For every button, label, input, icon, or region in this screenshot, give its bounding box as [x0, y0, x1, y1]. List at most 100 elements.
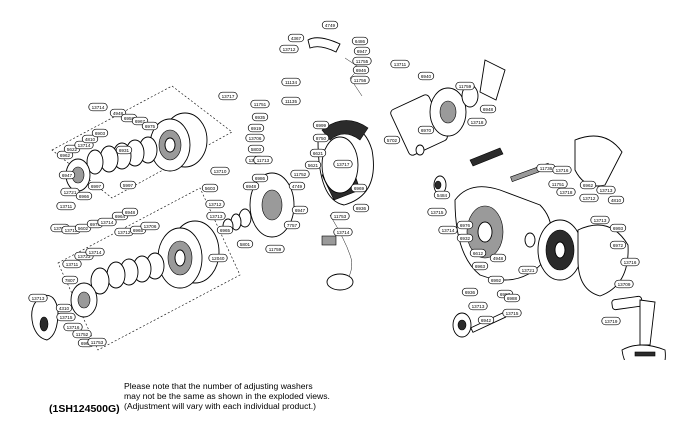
part-number-text: 13719: [605, 319, 618, 324]
part-number-tag-outline: [291, 205, 309, 215]
part-number-tag-outline: [279, 44, 299, 54]
part-number-tag-outline: [109, 108, 127, 118]
part-number-tag-outline: [87, 181, 105, 191]
part-number-tag: 11759: [265, 244, 285, 254]
part-number-tag: 6946: [352, 65, 370, 75]
note-line-2: may not be the same as shown in the expl…: [124, 391, 330, 401]
part-number-tag-outline: [438, 225, 458, 235]
part-number-text: 4948: [113, 111, 124, 116]
part-number-tag: 6948: [242, 181, 260, 191]
part-callouts: 4749436713712648669471175569461175611134…: [28, 20, 640, 348]
part-number-tag-outline: [56, 201, 76, 211]
drawing-code: (1SH124500G): [49, 403, 120, 415]
part-number-tag-outline: [467, 117, 487, 127]
part-number-text: 13713: [594, 218, 607, 223]
part-number-tag-outline: [87, 337, 107, 347]
part-number-tag-outline: [201, 183, 219, 193]
part-number-text: 6962: [60, 153, 71, 158]
part-number-text: 12721: [64, 190, 77, 195]
part-number-tag: 13712: [205, 199, 225, 209]
part-number-text: 5622: [67, 147, 78, 152]
part-number-tag: 11713: [253, 155, 273, 165]
part-number-tag-outline: [333, 227, 353, 237]
part-number-tag-outline: [427, 207, 447, 217]
part-number-text: 13713: [210, 214, 223, 219]
part-number-tag: 7807: [61, 275, 79, 285]
part-number-tag: 6486: [351, 36, 369, 46]
part-number-tag-outline: [28, 293, 48, 303]
part-number-text: 6942: [481, 318, 492, 323]
note-line-1: Please note that the number of adjusting…: [124, 381, 313, 391]
part-number-tag: 13717: [333, 159, 353, 169]
part-number-tag-outline: [352, 56, 372, 66]
part-number-tag: 6993: [609, 223, 627, 233]
part-number-text: 13713: [600, 188, 613, 193]
part-number-tag: 13715: [502, 308, 522, 318]
part-number-text: 6932: [460, 236, 471, 241]
part-number-tag-outline: [91, 128, 109, 138]
part-number-tag-outline: [85, 247, 105, 257]
part-number-text: 11753: [91, 340, 104, 345]
part-number-tag-outline: [121, 207, 139, 217]
part-number-tag: 5997: [119, 180, 137, 190]
part-number-tag-outline: [242, 181, 260, 191]
part-number-text: 6986: [255, 176, 266, 181]
part-number-text: 13711: [66, 262, 79, 267]
part-number-text: 13715: [60, 315, 73, 320]
part-number-text: 6966: [79, 194, 90, 199]
part-number-text: 6948: [483, 107, 494, 112]
part-number-tag-outline: [607, 195, 625, 205]
part-number-tag-outline: [590, 215, 610, 225]
part-number-text: 6948: [125, 210, 136, 215]
part-number-tag: 13713: [468, 301, 488, 311]
part-number-text: 6947: [357, 49, 368, 54]
part-number-tag-outline: [518, 265, 538, 275]
part-number-tag: 11751: [548, 179, 568, 189]
part-number-tag: 6948: [479, 104, 497, 114]
part-number-text: 6965: [133, 228, 144, 233]
part-number-text: 13718: [471, 120, 484, 125]
part-number-text: 13716: [624, 260, 637, 265]
exploded-parts-diagram: 4749436713712648669471175569461175611134…: [28, 20, 666, 360]
part-number-text: 13714: [92, 105, 105, 110]
part-number-tag-outline: [614, 279, 634, 289]
part-number-text: 13712: [583, 196, 596, 201]
part-number-tag: 6976: [456, 220, 474, 230]
part-number-tag-outline: [479, 104, 497, 114]
part-number-text: 6964: [115, 214, 126, 219]
part-number-tag-outline: [208, 253, 228, 263]
part-number-tag: 11753: [87, 337, 107, 347]
part-number-tag: 13706: [140, 221, 160, 231]
part-number-tag-outline: [210, 166, 230, 176]
note-line-3: (Adjustment will vary with each individu…: [124, 401, 317, 411]
part-number-tag: 6621: [309, 148, 327, 158]
part-number-text: 13723: [78, 254, 91, 259]
part-number-text: 4948: [493, 256, 504, 261]
part-number-text: 8750: [316, 136, 327, 141]
part-number-text: 6947: [62, 173, 73, 178]
part-number-tag-outline: [251, 112, 269, 122]
part-number-text: 13714: [101, 220, 114, 225]
part-number-tag: 4749: [288, 181, 306, 191]
part-number-tag: 13714: [85, 247, 105, 257]
part-number-tag: 13717: [218, 91, 238, 101]
part-number-text: 6931: [119, 148, 130, 153]
part-number-text: 13716: [67, 325, 80, 330]
part-number-text: 4749: [292, 184, 303, 189]
part-number-tag-outline: [468, 301, 488, 311]
part-number-text: 6970: [421, 128, 432, 133]
part-number-tag-outline: [312, 120, 330, 130]
part-number-tag-outline: [55, 303, 73, 313]
part-number-tag-outline: [141, 121, 159, 131]
part-number-tag: 6940: [417, 71, 435, 81]
part-number-tag: 13716: [620, 257, 640, 267]
part-number-text: 6988: [507, 296, 518, 301]
part-number-tag-outline: [253, 155, 273, 165]
part-number-tag: 6932: [456, 233, 474, 243]
part-number-text: 5801: [240, 242, 251, 247]
part-number-text: 6987: [500, 292, 511, 297]
part-number-tag: 13718: [467, 117, 487, 127]
part-number-tag: 6970: [417, 125, 435, 135]
part-number-tag: 4948: [489, 253, 507, 263]
part-number-text: 11752: [294, 172, 307, 177]
